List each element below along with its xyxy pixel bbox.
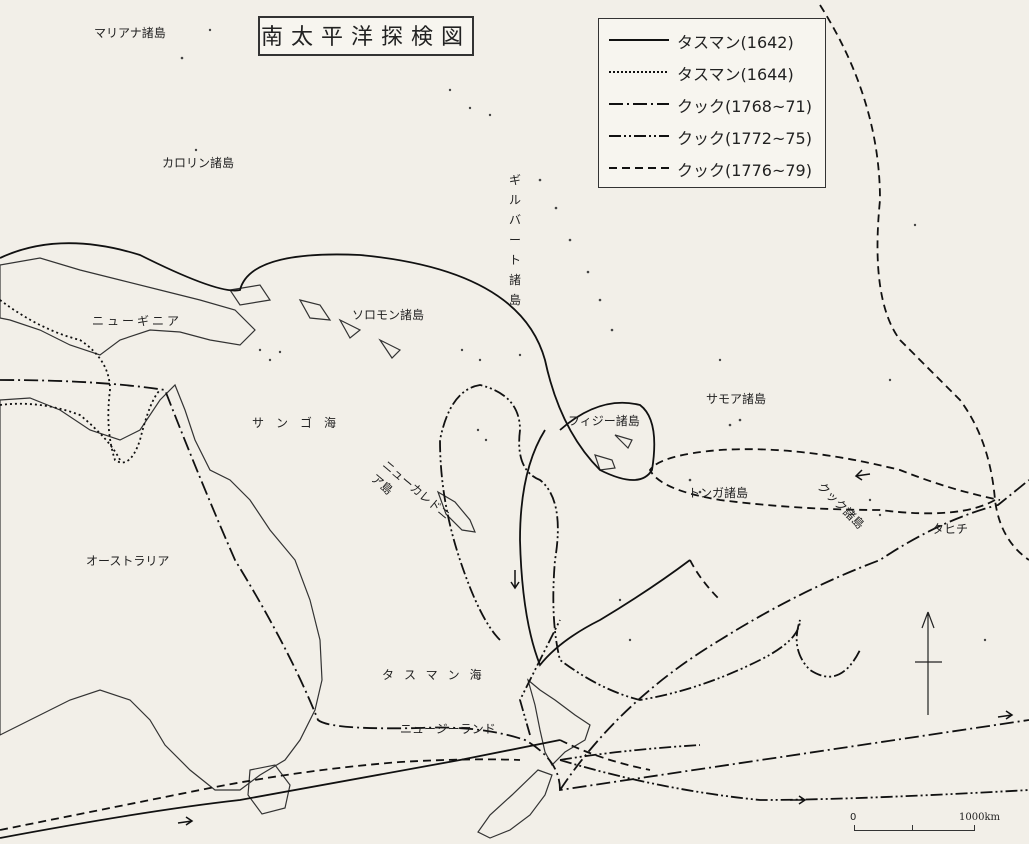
- legend-item: クック(1768~71): [599, 89, 825, 119]
- legend-item: タスマン(1644): [599, 57, 825, 87]
- tasmania-coastline: [247, 764, 291, 815]
- label-fiji: フィジー諸島: [568, 414, 640, 428]
- route-cook-1772: [439, 384, 1029, 801]
- label-samoa: サモア諸島: [706, 392, 767, 406]
- label-solomon: ソロモン諸島: [352, 308, 425, 322]
- label-tonga: トンガ諸島: [688, 486, 749, 500]
- legend-label: タスマン(1644): [677, 65, 794, 84]
- label-gilbert: ギルバート諸島: [508, 173, 521, 307]
- legend-item: タスマン(1642): [599, 25, 825, 55]
- scale-max: 1000km: [959, 812, 1000, 823]
- legend-label: クック(1776~79): [677, 161, 812, 180]
- label-tasman-sea: タスマン海: [382, 668, 492, 682]
- label-australia: オーストラリア: [86, 554, 170, 568]
- legend-item: クック(1772~75): [599, 121, 825, 151]
- label-new-guinea: ニューギニア: [92, 314, 183, 328]
- north-arrow: [915, 611, 942, 715]
- legend-item: クック(1776~79): [599, 153, 825, 183]
- route-tasman-1642-south: [0, 739, 561, 839]
- scale-bar: 0 1000km: [850, 812, 1000, 838]
- new-zealand-north-island: [526, 678, 591, 766]
- legend-label: タスマン(1642): [677, 33, 794, 52]
- label-caroline: カロリン諸島: [162, 156, 235, 170]
- solomon-islands: [228, 284, 402, 359]
- legend: タスマン(1642) タスマン(1644) クック(1768~71) クック(1…: [598, 18, 826, 188]
- scale-zero: 0: [850, 812, 857, 823]
- new-caledonia-island: [436, 490, 476, 533]
- legend-label: クック(1768~71): [677, 97, 812, 116]
- label-new-zealand: ニュージーランド: [400, 722, 496, 736]
- new-zealand-south-island: [477, 769, 553, 839]
- new-guinea-coastline: [0, 257, 256, 356]
- map-title: 南太平洋探検図: [258, 16, 474, 56]
- route-cook-1776: [0, 4, 1029, 831]
- scale-line: [854, 830, 974, 831]
- route-tasman-1644: [0, 299, 161, 464]
- label-tahiti: タヒチ: [932, 522, 969, 536]
- label-mariana: マリアナ諸島: [94, 26, 166, 40]
- route-tasman-1642: [0, 242, 691, 667]
- fiji-islands: [594, 434, 633, 471]
- australia-coastline: [0, 383, 323, 791]
- legend-label: クック(1772~75): [677, 129, 812, 148]
- route-cook-1768: [0, 379, 1029, 792]
- label-coral-sea: サンゴ海: [252, 416, 349, 430]
